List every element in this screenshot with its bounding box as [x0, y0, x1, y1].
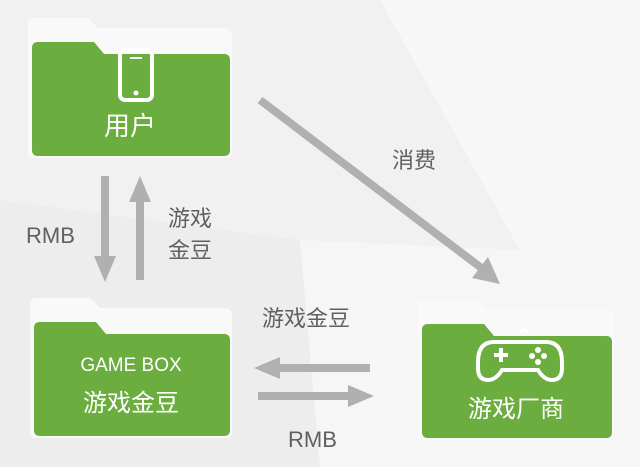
arrow-gamebox-to-user: [129, 176, 151, 280]
gamebox-title: GAME BOX: [80, 355, 182, 376]
edge-label-vendor-to-gamebox: 游戏金豆: [262, 307, 351, 332]
arrow-gamebox-to-vendor: [258, 385, 374, 407]
edge-label-user-to-gamebox: RMB: [26, 223, 75, 248]
user-folder: 用户: [28, 18, 232, 158]
edge-label-user-to-vendor: 消费: [392, 149, 437, 174]
arrow-user-to-vendor: [257, 96, 500, 284]
user-label: 用户: [103, 112, 156, 142]
vendor-label: 游戏厂商: [468, 395, 564, 423]
vendor-folder: 游戏厂商: [418, 300, 614, 440]
gamebox-label: 游戏金豆: [83, 389, 179, 417]
smartphone-icon: [118, 48, 154, 102]
arrow-user-to-gamebox: [94, 176, 116, 282]
edge-label-gamebox-to-vendor: RMB: [288, 427, 337, 452]
arrow-vendor-to-gamebox: [254, 357, 370, 379]
edge-label-gamebox-to-user: 游戏 金豆: [168, 207, 213, 264]
gamepad-icon: [476, 328, 564, 383]
gamebox-folder: GAME BOX 游戏金豆: [30, 298, 232, 438]
